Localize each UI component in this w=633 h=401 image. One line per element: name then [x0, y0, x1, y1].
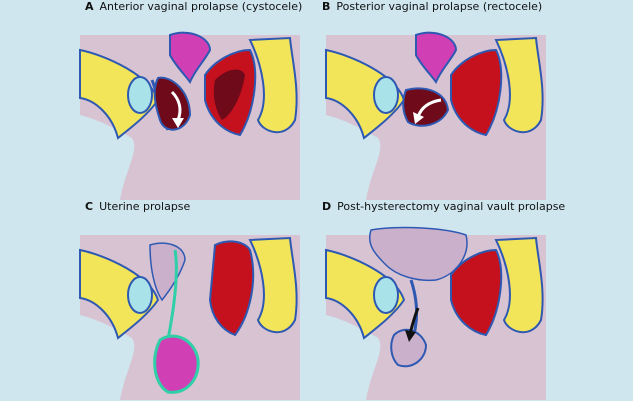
cystocele-illustration: [79, 31, 300, 200]
pubic-bone: [325, 48, 406, 140]
bowel-loops: [369, 226, 468, 282]
bladder: [373, 276, 399, 314]
bladder: [127, 276, 153, 314]
uterus: [169, 31, 212, 85]
vault-prolapse-illustration: [325, 226, 546, 400]
sacrum: [494, 36, 544, 133]
uterus: [415, 31, 458, 85]
rectocele-illustration: [325, 31, 546, 200]
rectum: [450, 48, 503, 137]
bladder: [127, 76, 153, 114]
prolapse-arrow: [170, 90, 182, 121]
sacrum: [248, 36, 298, 133]
pubic-bone: [79, 248, 160, 340]
bladder: [373, 76, 399, 114]
rectum-inner: [213, 69, 245, 120]
pubic-bone: [79, 48, 160, 140]
sacrum: [494, 236, 544, 333]
arrow-head: [413, 112, 424, 124]
sacrum: [248, 236, 298, 333]
arrow-head: [405, 330, 416, 342]
rectum: [450, 248, 503, 337]
rectum: [208, 240, 255, 337]
uterine-prolapse-illustration: [79, 235, 300, 400]
prolapsed-uterus: [153, 334, 200, 394]
prolapse-bulge: [153, 76, 192, 131]
pubic-bone: [325, 248, 406, 340]
arrow-head: [172, 118, 184, 128]
